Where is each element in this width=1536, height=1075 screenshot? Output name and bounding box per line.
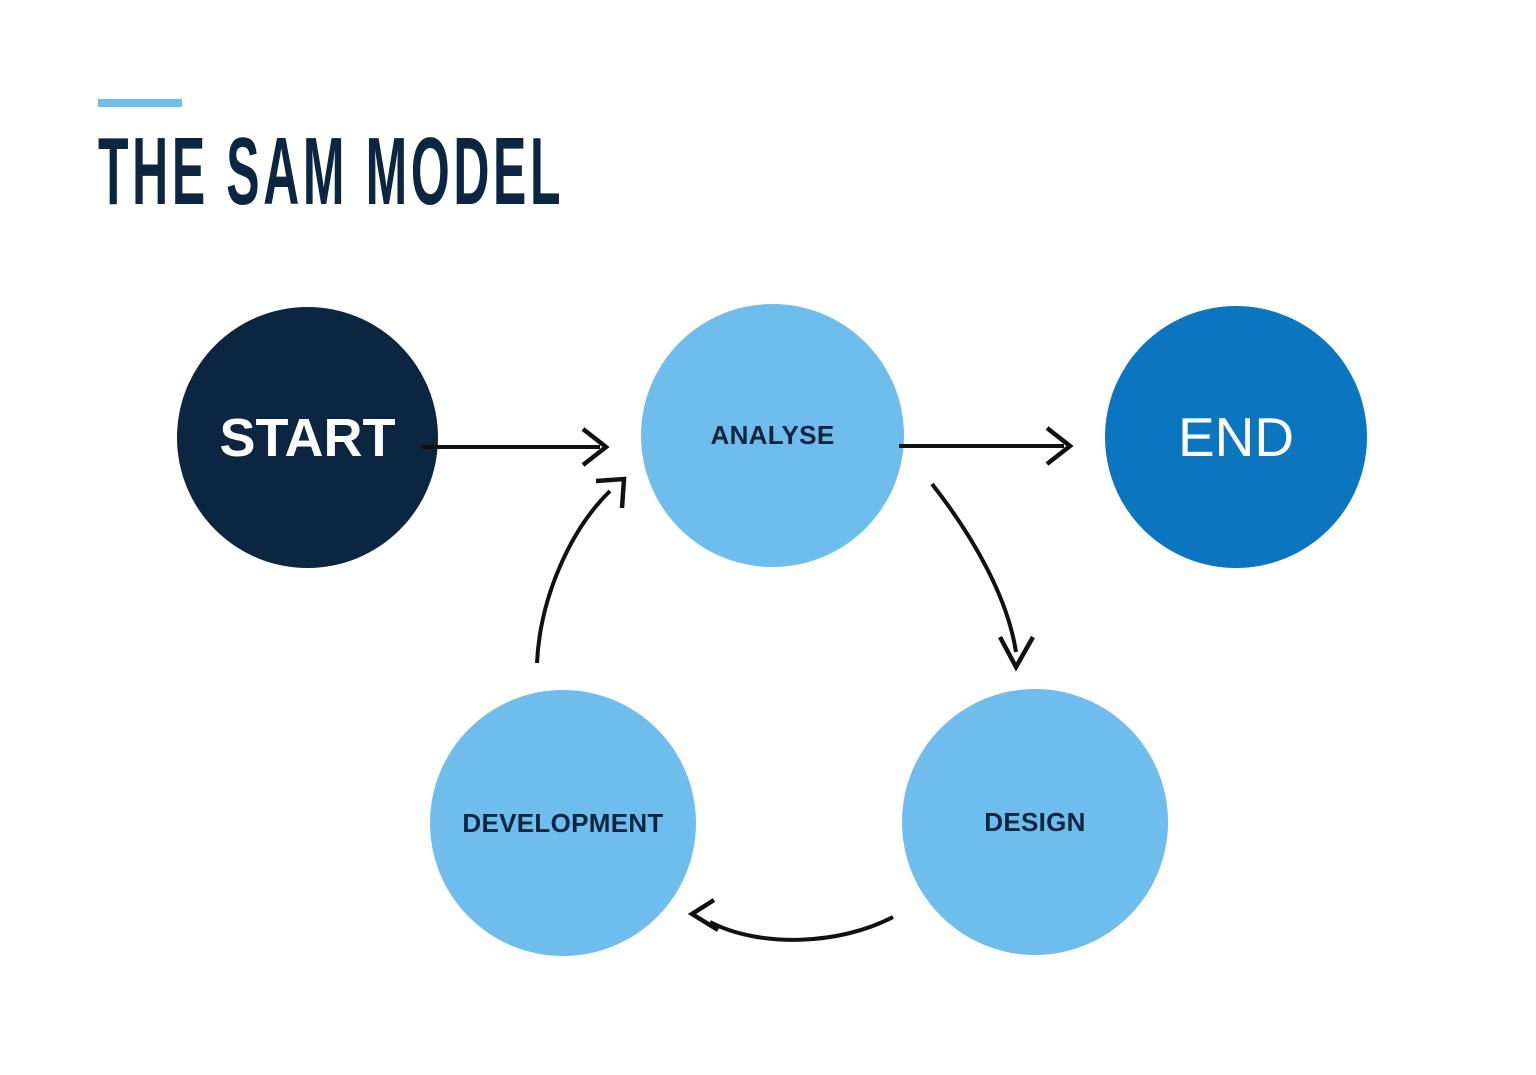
connector-start-to-analyse (421, 427, 610, 467)
diagram-node-design[interactable]: DESIGN (902, 689, 1168, 955)
node-label-start: START (219, 407, 396, 468)
diagram-node-start[interactable]: START (177, 307, 438, 568)
accent-bar (98, 99, 182, 107)
connector-analyse-to-design (930, 482, 1035, 672)
node-label-analyse: ANALYSE (710, 420, 835, 450)
node-label-development: DEVELOPMENT (462, 807, 664, 838)
node-label-end: END (1177, 406, 1295, 468)
page-title: THE SAM MODEL (98, 118, 565, 225)
connector-development-to-analyse (535, 476, 627, 664)
diagram-node-end[interactable]: END (1105, 306, 1367, 568)
node-label-design: DESIGN (984, 806, 1086, 837)
title-block: THE SAM MODEL (98, 92, 798, 232)
diagram-node-analyse[interactable]: ANALYSE (641, 304, 904, 567)
connector-analyse-to-end (899, 426, 1074, 466)
diagram-node-development[interactable]: DEVELOPMENT (430, 690, 696, 956)
connector-design-to-development (687, 898, 894, 942)
